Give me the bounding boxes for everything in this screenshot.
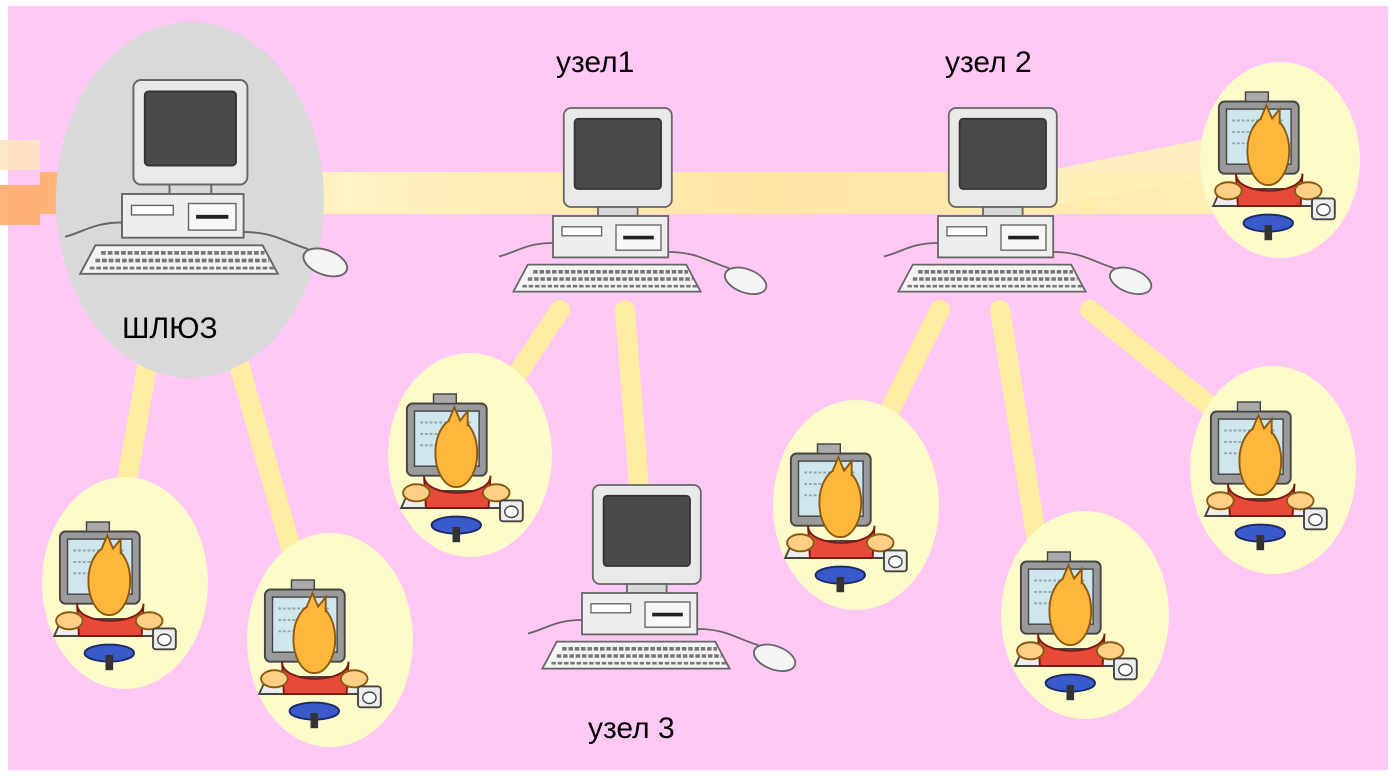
- node2-label: узел 2: [945, 46, 1032, 79]
- gateway-label: ШЛЮЗ: [122, 312, 218, 345]
- node1-label: узел1: [556, 46, 634, 79]
- node3-label: узел 3: [588, 712, 675, 745]
